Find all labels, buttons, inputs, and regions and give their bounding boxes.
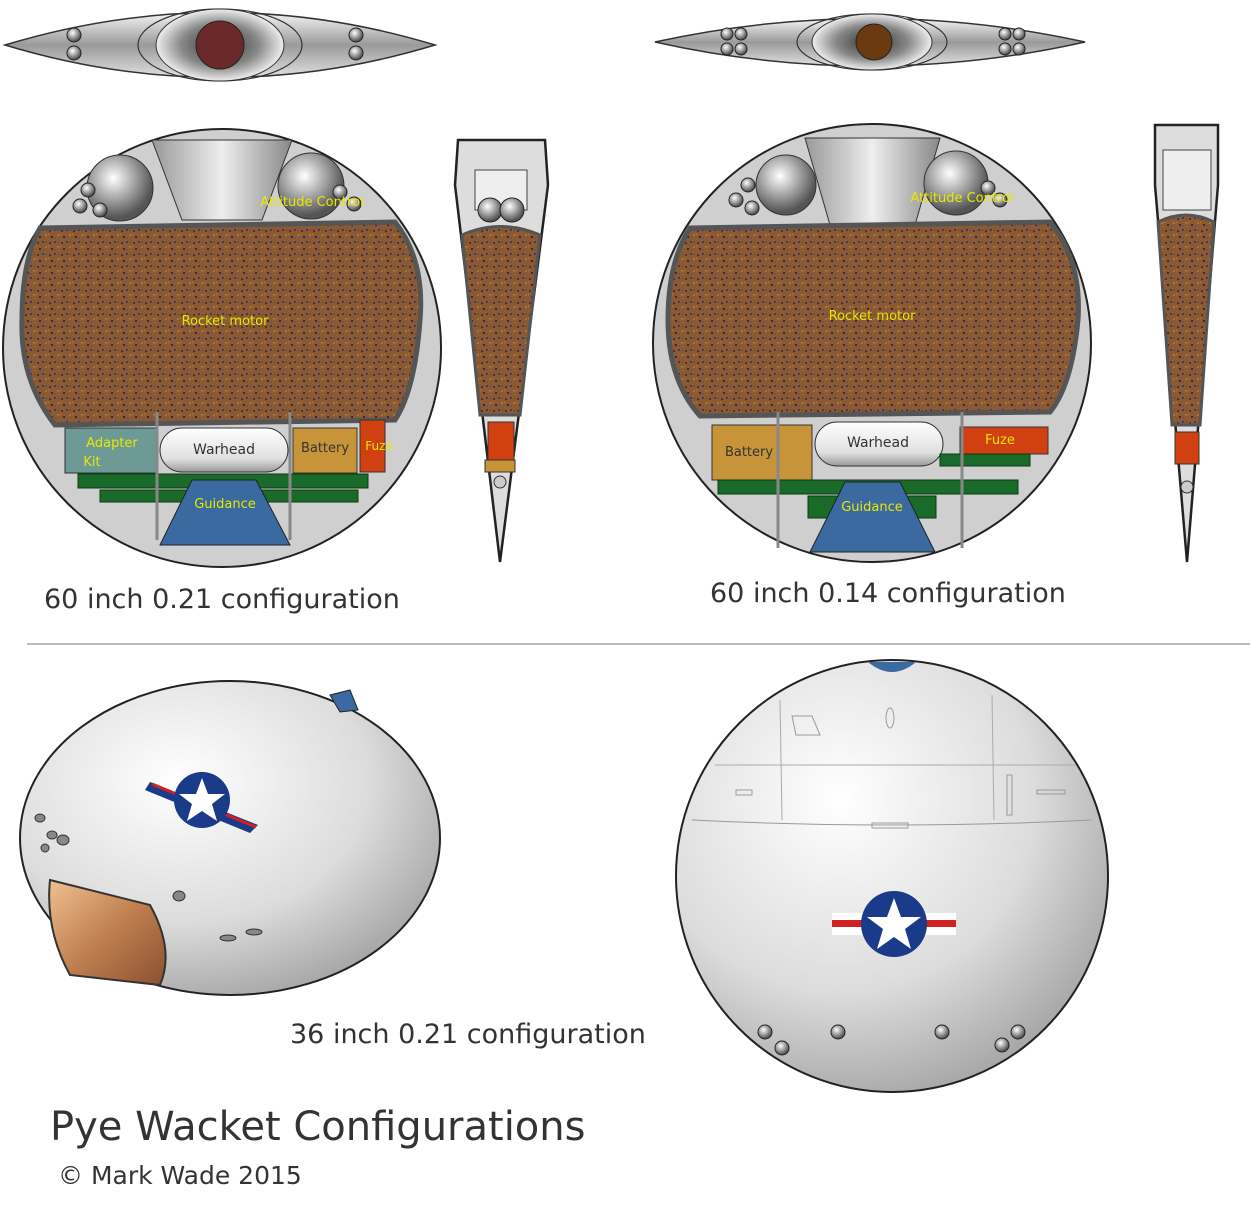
label-fuze-a: Fuze — [365, 439, 393, 453]
cutaway-section-a: Rocket motor Attitude Control Adapter Ki… — [2, 128, 442, 568]
rocket-motor-b — [665, 219, 1081, 419]
thruster-nozzles-right — [720, 27, 1026, 56]
label-battery-a: Battery — [301, 441, 349, 456]
perspective-view-sphere — [675, 659, 1109, 1093]
label-warhead-a: Warhead — [193, 442, 255, 458]
page-title: Pye Wacket Configurations — [50, 1104, 585, 1150]
rocket-motor-a — [19, 219, 424, 428]
adapter-kit-a — [64, 427, 158, 474]
thruster-nozzles-left — [66, 27, 364, 61]
label-rocket-motor-a: Rocket motor — [182, 314, 270, 329]
caption-config-b: 60 inch 0.14 configuration — [710, 578, 1066, 609]
fuze-a — [359, 419, 386, 473]
label-battery-b: Battery — [725, 445, 773, 460]
battery-b — [711, 424, 813, 481]
side-view-a — [453, 138, 550, 563]
battery-a — [292, 427, 358, 474]
cutaway-section-b: Rocket motor Attitude Control Battery Wa… — [652, 123, 1092, 563]
thruster-ports-right — [757, 1024, 1026, 1056]
warhead-b — [814, 421, 944, 467]
caption-config-a: 60 inch 0.21 configuration — [44, 584, 400, 615]
label-attitude-b: Attitude Control — [910, 191, 1013, 206]
label-warhead-b: Warhead — [847, 435, 909, 451]
label-kit-a: Kit — [83, 455, 100, 470]
label-rocket-motor-b: Rocket motor — [829, 309, 917, 324]
tank-valves-b — [728, 177, 1008, 216]
side-view-b — [1153, 123, 1220, 563]
label-attitude-a: Attitude Control — [260, 195, 363, 210]
warhead-a — [159, 427, 289, 473]
label-fuze-b: Fuze — [985, 433, 1015, 448]
tank-valves-a — [72, 182, 362, 218]
roundel-left — [145, 772, 258, 833]
guidance-a — [159, 479, 291, 546]
label-guidance-b: Guidance — [841, 500, 903, 515]
label-adapter-a: Adapter — [86, 436, 138, 451]
copyright-notice: © Mark Wade 2015 — [58, 1161, 302, 1190]
label-guidance-a: Guidance — [194, 497, 256, 512]
roundel-right — [832, 891, 956, 957]
port-holes-left — [34, 813, 263, 942]
top-view-lens-b — [654, 13, 1086, 71]
perspective-view-36 — [19, 680, 441, 996]
top-view-lens-a — [2, 8, 438, 82]
caption-config-c: 36 inch 0.21 configuration — [290, 1019, 646, 1050]
guidance-b — [809, 481, 936, 553]
